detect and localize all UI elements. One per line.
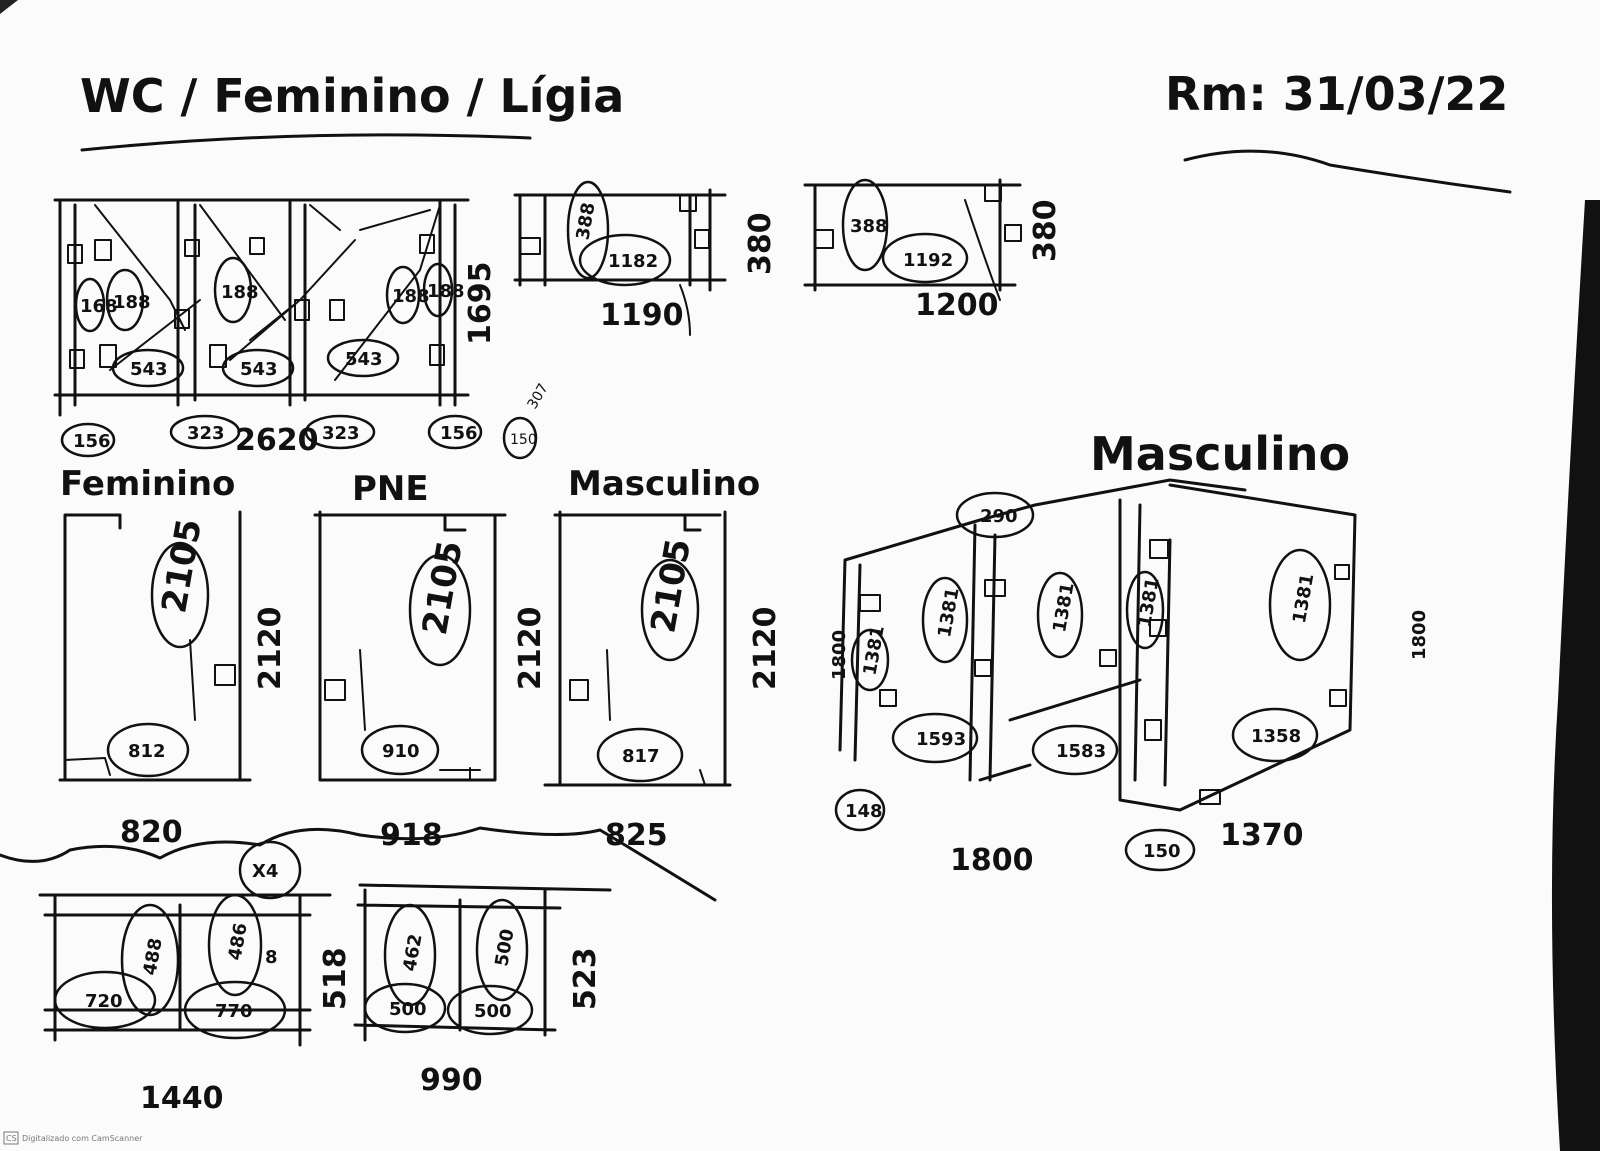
- dim-label: 2105: [154, 516, 210, 616]
- dim-label: 1370: [1220, 818, 1304, 853]
- plan-bottom-1: X4 488 486 720 770 8 518 1440: [38, 840, 353, 1116]
- dim-label: 1695: [463, 262, 498, 346]
- oval-1: [74, 277, 106, 333]
- dim-label: 323: [187, 423, 225, 444]
- dim-label: 150: [1143, 841, 1181, 862]
- section-title: Masculino: [568, 464, 760, 504]
- plan-pne: PNE 2105 910 2120 918: [313, 469, 548, 853]
- dim-label: 990: [420, 1063, 483, 1098]
- dim-label: 1192: [903, 250, 953, 271]
- dim-label: 486: [225, 921, 252, 962]
- dim-label: 188: [392, 286, 430, 307]
- dim-label: 156: [73, 431, 111, 452]
- dim-label: 488: [140, 936, 167, 977]
- sheet-date: Rm: 31/03/22: [1165, 67, 1508, 121]
- section-divider: [0, 826, 717, 902]
- dim-label: 500: [474, 1001, 512, 1022]
- dim-label: 720: [85, 991, 123, 1012]
- dim-label: 817: [622, 746, 660, 767]
- plan-masculino: Masculino 2105 817 2120 825: [543, 464, 783, 853]
- dim-label: 2105: [643, 536, 699, 636]
- dim-label: 825: [605, 818, 668, 853]
- plan-small-1: 388 1182 1190 380: [513, 180, 778, 336]
- dim-label: 518: [318, 947, 353, 1010]
- section-title: Feminino: [60, 464, 235, 504]
- dim-label: 910: [382, 741, 420, 762]
- dim-label: 1182: [608, 251, 658, 272]
- dim-label: 500: [491, 927, 518, 968]
- dim-label: 188: [113, 292, 151, 313]
- section-title: Masculino: [1090, 427, 1350, 481]
- dim-label: 2620: [235, 423, 319, 458]
- dim-label: 150: [510, 432, 537, 448]
- dim-label: 1800: [950, 843, 1034, 878]
- dim-label: 462: [399, 932, 426, 973]
- dim-label: 290: [980, 506, 1018, 527]
- sheet-title: WC / Feminino / Lígia: [80, 69, 624, 123]
- dim-label: 8: [265, 947, 278, 968]
- scanner-watermark: Digitalizado com CamScanner: [22, 1134, 143, 1143]
- dim-label: 188: [427, 281, 465, 302]
- date-underline: [1183, 149, 1512, 194]
- dim-label: 2120: [748, 607, 783, 691]
- dim-label: 1190: [600, 298, 684, 333]
- dim-label: 1593: [916, 729, 966, 750]
- plan-masculino-perspective: Masculino 290 1381 1381 1381 1381 1381 1…: [829, 427, 1430, 878]
- dim-label: 1200: [915, 288, 999, 323]
- dim-label: 2105: [415, 538, 471, 638]
- dim-label: 2120: [513, 607, 548, 691]
- scanner-logo-text: CS: [6, 1134, 17, 1143]
- dim-label: 770: [215, 1001, 253, 1022]
- dim-label: 188: [221, 282, 259, 303]
- title-underline: [80, 133, 532, 152]
- section-title: PNE: [352, 469, 429, 509]
- dim-label: 812: [128, 741, 166, 762]
- scan-edge-shadow: [1551, 200, 1600, 1151]
- dim-label: 1381: [934, 586, 963, 639]
- plan-small-2: 388 1192 1200 380: [803, 178, 1063, 323]
- dim-label: 380: [743, 212, 778, 275]
- dim-label: 1440: [140, 1081, 224, 1116]
- dim-label: 1800: [829, 630, 850, 680]
- dim-label: X4: [252, 861, 278, 882]
- dim-label: 307: [525, 381, 552, 412]
- dim-label: 543: [345, 349, 383, 370]
- dim-label: 156: [440, 423, 478, 444]
- dim-label: 543: [240, 359, 278, 380]
- dim-label: 543: [130, 359, 168, 380]
- dim-label: 148: [845, 801, 883, 822]
- dim-label: 1381: [1289, 572, 1318, 625]
- dim-label: 388: [572, 201, 599, 242]
- plan-feminino: Feminino 2105 812 2120 820: [58, 464, 288, 850]
- dim-label: 1583: [1056, 741, 1106, 762]
- scan-corner: [0, 0, 18, 14]
- dim-label: 820: [120, 815, 183, 850]
- dim-label: 168: [80, 296, 118, 317]
- dim-label: 1358: [1251, 726, 1301, 747]
- plan-bottom-2: 462 500 500 500 523 990: [353, 883, 612, 1098]
- dim-label: 1381: [1049, 581, 1078, 634]
- dim-label: 1800: [1409, 610, 1430, 660]
- dim-label: 918: [380, 818, 443, 853]
- plan-wc-feminino-elevation: 168 188 188 188 188 543 543 543 156 323 …: [53, 198, 552, 460]
- dim-label: 388: [850, 216, 888, 237]
- dim-label: 2120: [253, 607, 288, 691]
- dim-label: 380: [1028, 199, 1063, 262]
- dim-label: 523: [568, 947, 603, 1010]
- scanner-logo-icon: [3, 1131, 19, 1145]
- dim-label: 323: [322, 423, 360, 444]
- dim-label: 500: [389, 999, 427, 1020]
